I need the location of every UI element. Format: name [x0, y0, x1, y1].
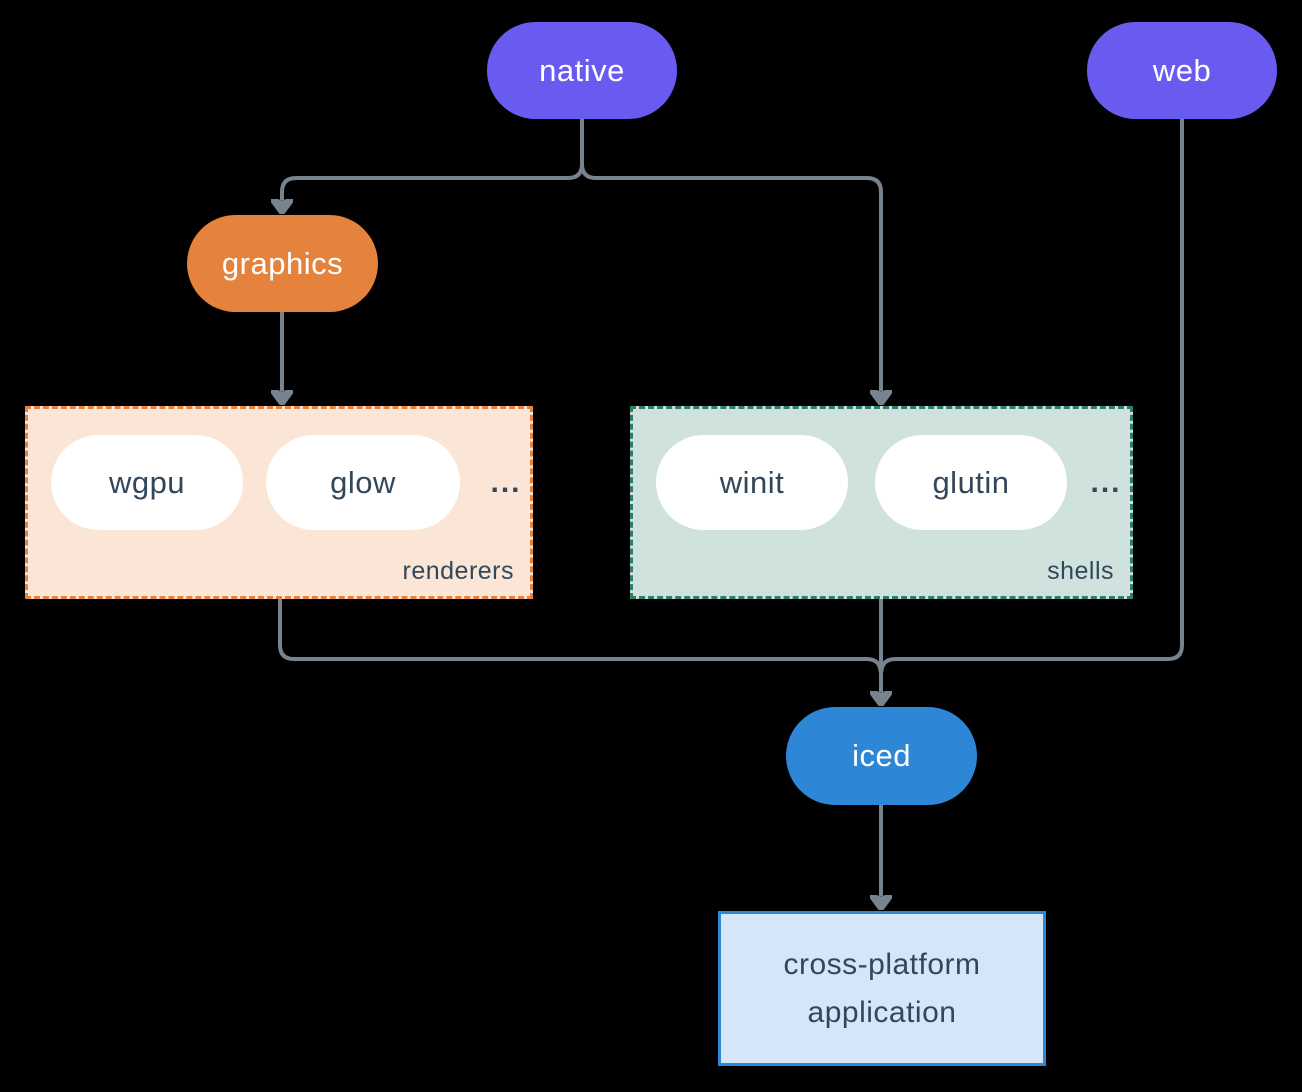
node-winit: winit — [656, 435, 848, 530]
edge-native-shells — [580, 119, 881, 391]
group-shells: winit glutin ... shells — [630, 406, 1133, 599]
node-graphics: graphics — [187, 215, 378, 312]
edge-native-graphics — [282, 119, 584, 200]
node-glutin: glutin — [875, 435, 1067, 530]
node-web: web — [1087, 22, 1277, 119]
node-wgpu: wgpu — [51, 435, 243, 530]
edge-web-iced — [879, 119, 1184, 674]
app-label-line2: application — [807, 995, 957, 1029]
node-glow: glow — [266, 435, 460, 530]
renderers-ellipsis: ... — [490, 465, 522, 499]
node-cross-platform-application: cross-platform application — [718, 911, 1046, 1066]
group-renderers-label: renderers — [402, 557, 514, 585]
edge-renderers-iced — [278, 599, 883, 674]
node-iced: iced — [786, 707, 977, 805]
group-shells-label: shells — [1047, 557, 1114, 585]
shells-ellipsis: ... — [1090, 465, 1122, 499]
group-renderers: wgpu glow ... renderers — [25, 406, 533, 599]
node-native: native — [487, 22, 677, 119]
app-label-line1: cross-platform — [783, 947, 981, 981]
